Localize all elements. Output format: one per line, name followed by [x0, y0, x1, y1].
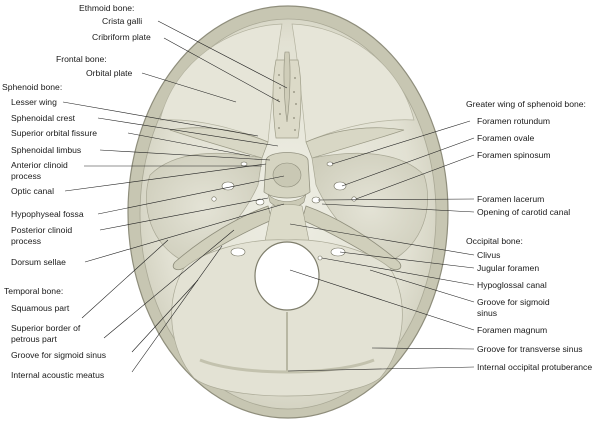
leader-lesser-wing	[62, 101, 259, 137]
label-crista-galli: Crista galli	[102, 16, 143, 26]
label-internal-acoustic-meatus: Internal acoustic meatus	[11, 370, 105, 380]
leader-superior-orbital-fissure	[127, 132, 251, 157]
label-sphenoidal-crest: Sphenoidal crest	[11, 113, 76, 123]
transverse-sinus-groove	[199, 358, 375, 374]
label-groove-sigmoid-right-2: sinus	[477, 308, 498, 318]
label-orbital-plate: Orbital plate	[86, 68, 133, 78]
crista-galli	[283, 51, 291, 123]
foramen-rotundum-left	[240, 161, 248, 167]
label-foramen-magnum: Foramen magnum	[477, 325, 548, 335]
leader-superior-border	[103, 229, 235, 339]
foramen-spinosum-right	[351, 196, 357, 202]
leader-hypoglossal-canal	[321, 257, 475, 286]
leader-orbital-plate	[141, 72, 237, 103]
label-jugular-foramen: Jugular foramen	[477, 263, 540, 273]
label-squamous-part: Squamous part	[11, 303, 70, 313]
label-optic-canal: Optic canal	[11, 186, 54, 196]
leader-groove-sigmoid-left	[131, 279, 199, 353]
label-posterior-clinoid-2: process	[11, 236, 42, 246]
label-sphenoid-header: Sphenoid bone:	[2, 82, 63, 92]
leader-opening-carotid	[321, 203, 475, 213]
leader-foramen-magnum	[289, 269, 475, 331]
label-superior-border-2: petrous part	[11, 334, 57, 344]
label-foramen-lacerum: Foramen lacerum	[477, 194, 545, 204]
label-superior-border-1: Superior border of	[11, 323, 81, 333]
leader-internal-acoustic-meatus	[131, 245, 223, 373]
label-ethmoid-header: Ethmoid bone:	[79, 3, 135, 13]
label-sphenoidal-limbus: Sphenoidal limbus	[11, 145, 82, 155]
foramen-ovale-left	[221, 181, 235, 191]
label-foramen-ovale: Foramen ovale	[477, 133, 535, 143]
leader-foramen-ovale	[341, 137, 475, 187]
label-hypoglossal-canal: Hypoglossal canal	[477, 280, 547, 290]
petrous-ridge-left	[172, 205, 273, 270]
lesser-wing-right	[305, 127, 405, 159]
leader-cribriform-plate	[163, 37, 281, 103]
label-lesser-wing: Lesser wing	[11, 97, 57, 107]
label-temporal-header: Temporal bone:	[4, 286, 64, 296]
label-superior-orbital-fissure: Superior orbital fissure	[11, 128, 97, 138]
leader-hypophyseal-fossa	[97, 175, 285, 215]
leader-crista-galli	[157, 20, 288, 89]
leader-sphenoidal-crest	[97, 117, 279, 147]
label-anterior-clinoid-1: Anterior clinoid	[11, 160, 68, 170]
leader-foramen-lacerum	[317, 198, 475, 201]
petrous-ridge-right	[301, 205, 402, 270]
label-greater-wing-header: Greater wing of sphenoid bone:	[466, 99, 586, 109]
label-dorsum-sellae: Dorsum sellae	[11, 257, 66, 267]
leader-sphenoidal-limbus	[99, 149, 271, 161]
label-clivus: Clivus	[477, 250, 501, 260]
leader-lines	[62, 20, 475, 373]
jugular-foramen-left	[230, 247, 246, 257]
leader-optic-canal	[64, 163, 267, 192]
leader-groove-sigmoid-right	[369, 269, 475, 303]
label-hypophyseal-fossa: Hypophyseal fossa	[11, 209, 84, 219]
foramen-spinosum-left	[211, 196, 217, 202]
leader-groove-transverse	[371, 347, 475, 350]
label-groove-transverse: Groove for transverse sinus	[477, 344, 583, 354]
label-posterior-clinoid-1: Posterior clinoid	[11, 225, 73, 235]
label-frontal-header: Frontal bone:	[56, 54, 107, 64]
foramen-ovale-right	[333, 181, 347, 191]
hypoglossal-canal-right	[317, 255, 323, 261]
leader-jugular-foramen	[339, 251, 475, 269]
label-occipital-header: Occipital bone:	[466, 236, 523, 246]
foramen-magnum-shape	[254, 241, 320, 311]
leader-foramen-rotundum	[331, 120, 471, 165]
leader-foramen-spinosum	[355, 154, 475, 200]
foramen-lacerum-left	[255, 198, 265, 206]
leader-internal-occipital-protuberance	[287, 366, 475, 372]
cribriform-foramina	[277, 74, 297, 131]
leader-dorsum-sellae	[84, 203, 285, 263]
label-groove-sigmoid-left: Groove for sigmoid sinus	[11, 350, 107, 360]
leader-squamous-part	[81, 239, 169, 319]
label-opening-carotid: Opening of carotid canal	[477, 207, 571, 217]
label-cribriform-plate: Cribriform plate	[92, 32, 151, 42]
leader-clivus	[289, 223, 475, 256]
label-foramen-rotundum: Foramen rotundum	[477, 116, 551, 126]
leader-posterior-clinoid	[99, 197, 269, 231]
label-anterior-clinoid-2: process	[11, 171, 42, 181]
label-internal-occipital-protuberance: Internal occipital protuberance	[477, 362, 593, 372]
hypophyseal-fossa-shape	[272, 162, 302, 188]
label-foramen-spinosum: Foramen spinosum	[477, 150, 551, 160]
label-groove-sigmoid-right-1: Groove for sigmoid	[477, 297, 550, 307]
jugular-foramen-right	[330, 247, 346, 257]
